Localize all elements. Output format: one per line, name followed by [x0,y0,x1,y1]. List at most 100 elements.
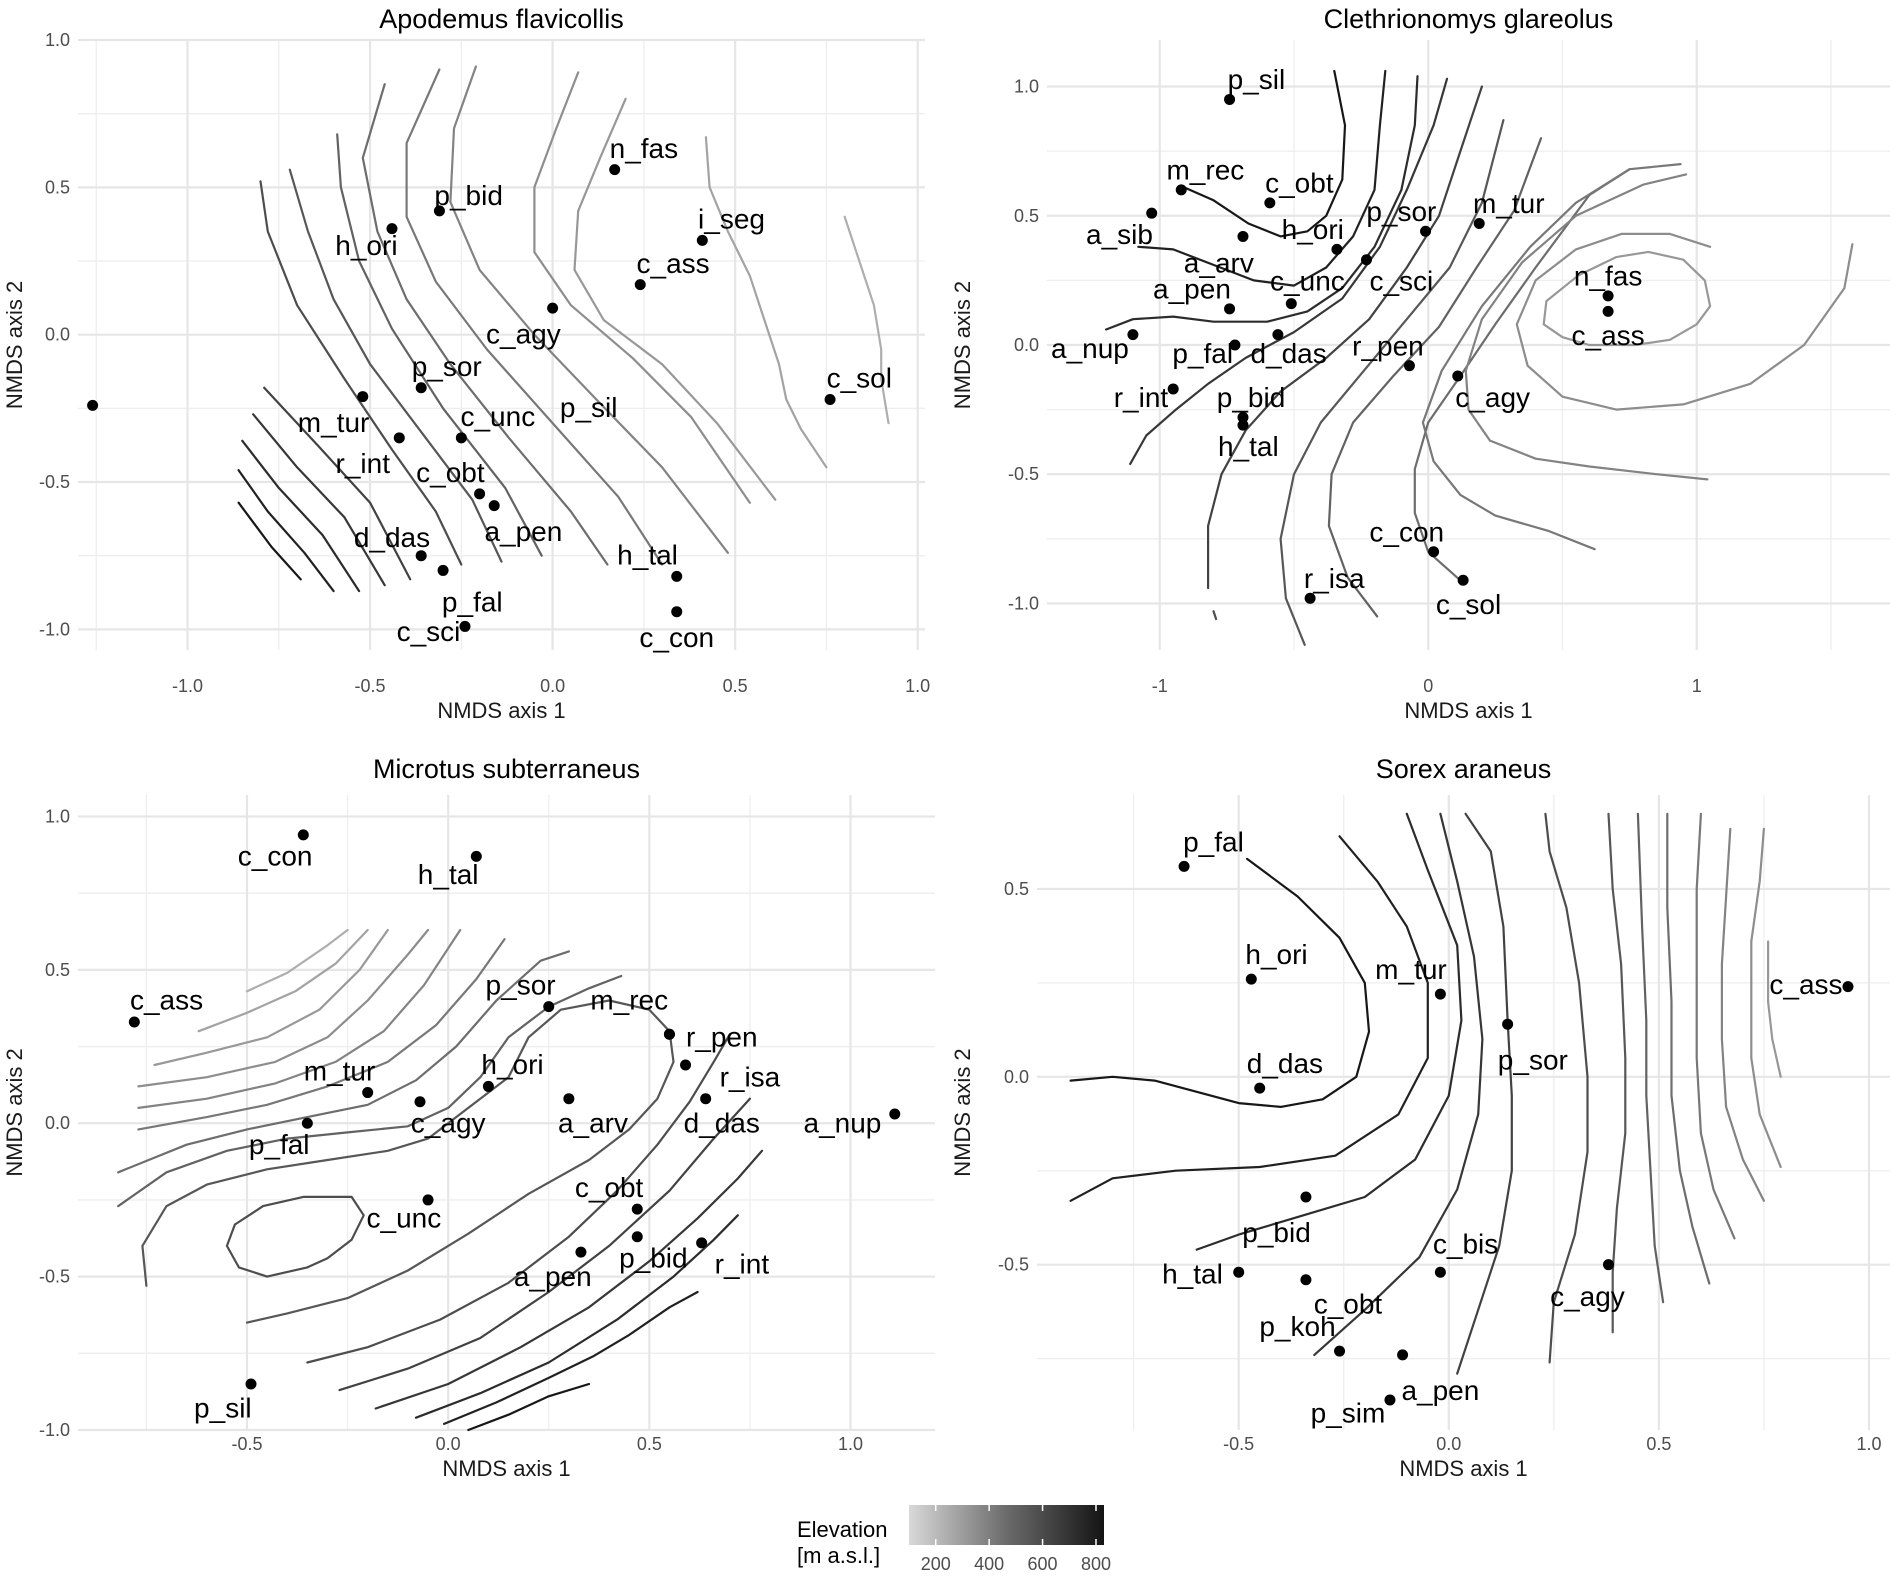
site-label: a_sib [1086,219,1153,250]
site-label: n_fas [1574,261,1643,292]
site-point [87,399,99,411]
site-point [422,1194,434,1206]
site-point [609,164,621,176]
elevation-contours [1105,69,1854,646]
y-tick-label: 1.0 [1014,77,1039,97]
site-point [575,1246,587,1258]
site-label: c_bis [1433,1228,1498,1259]
site-point [362,1087,374,1099]
y-axis-title: NMDS axis 2 [2,1048,27,1176]
site-label: c_agy [486,319,561,350]
site-point [1397,1349,1409,1361]
site-label: c_obt [416,457,485,488]
site-label: c_con [639,622,714,653]
site-point [824,394,836,406]
y-tick-label: 0.0 [1004,1067,1029,1087]
elevation-contours [237,65,890,593]
contour-line [1515,232,1854,411]
site-point [459,620,471,632]
site-label: n_fas [610,133,679,164]
site-label: m_tur [298,407,370,438]
site-label: c_obt [1314,1289,1383,1320]
x-tick-label: -1.0 [172,676,203,696]
site-label: c_obt [575,1172,644,1203]
site-label: c_ass [637,248,710,279]
site-point [1473,218,1485,230]
x-tick-label: 1.0 [1856,1434,1881,1454]
contour-line [141,999,675,1324]
contour-line [1313,812,1484,1356]
site-label: d_das [1247,1048,1323,1079]
site-label: a_nup [804,1107,882,1138]
legend-colorbar [909,1505,1104,1545]
y-tick-label: 0.0 [1014,335,1039,355]
contour-line [1105,75,1419,331]
contour-line [1456,812,1513,1375]
site-point [1428,546,1440,558]
site-label: m_rec [590,985,668,1016]
site-label: h_ori [1282,214,1344,245]
site-point [631,1203,643,1215]
site-point [1264,197,1276,209]
site-point [482,1080,494,1092]
contour-line [1542,250,1712,347]
y-tick-label: 0.5 [1004,879,1029,899]
site-label: c_agy [411,1107,486,1138]
site-point [671,606,683,618]
contour-line [414,1214,739,1419]
site-label: h_ori [481,1049,543,1080]
site-point [1331,243,1343,255]
y-tick-label: -1.0 [39,619,70,639]
contour-line [1636,812,1665,1304]
panel-title: Microtus subterraneus [373,754,640,784]
contour-line [336,133,543,557]
site-label: c_sol [1436,589,1501,620]
site-point [1237,411,1249,423]
y-tick-label: 1.0 [45,30,70,50]
site-point [563,1093,575,1105]
site-point [393,432,405,444]
contour-line [1129,77,1449,465]
site-point [415,550,427,562]
site-point [1434,988,1446,1000]
site-point [1237,230,1249,242]
site-point [680,1059,692,1071]
x-axis-title: NMDS axis 1 [1399,1456,1527,1481]
contour-line [137,928,462,1109]
site-point [1245,973,1257,985]
site-point [1360,254,1372,266]
site-label: p_fal [1183,826,1244,857]
site-point [433,205,445,217]
site-label: h_ori [1245,939,1307,970]
elevation-contours [1069,812,1782,1375]
site-point [889,1108,901,1120]
site-label: r_int [1114,382,1169,413]
contour-line [843,215,890,425]
site-label: m_tur [1473,188,1545,219]
site-label: c_sci [397,616,461,647]
site-label: r_pen [1352,330,1424,361]
site-points: p_silh_orip_bidn_fasi_segc_assc_agyp_sor… [87,133,892,653]
site-label: p_sim [1311,1397,1386,1428]
site-label: m_rec [1166,155,1244,186]
site-point [663,1028,675,1040]
site-point [1334,1345,1346,1357]
site-label: a_pen [1153,273,1231,304]
site-point [1602,305,1614,317]
site-label: c_ass [130,985,203,1016]
contour-line [1069,857,1371,1108]
site-label: r_int [715,1249,770,1280]
site-label: c_agy [1455,382,1530,413]
legend-title-line2: [m a.s.l.] [797,1543,880,1568]
site-point [1502,1018,1514,1030]
legend-tick-label: 800 [1081,1554,1111,1574]
site-point [700,1093,712,1105]
contour-line [443,1290,699,1425]
